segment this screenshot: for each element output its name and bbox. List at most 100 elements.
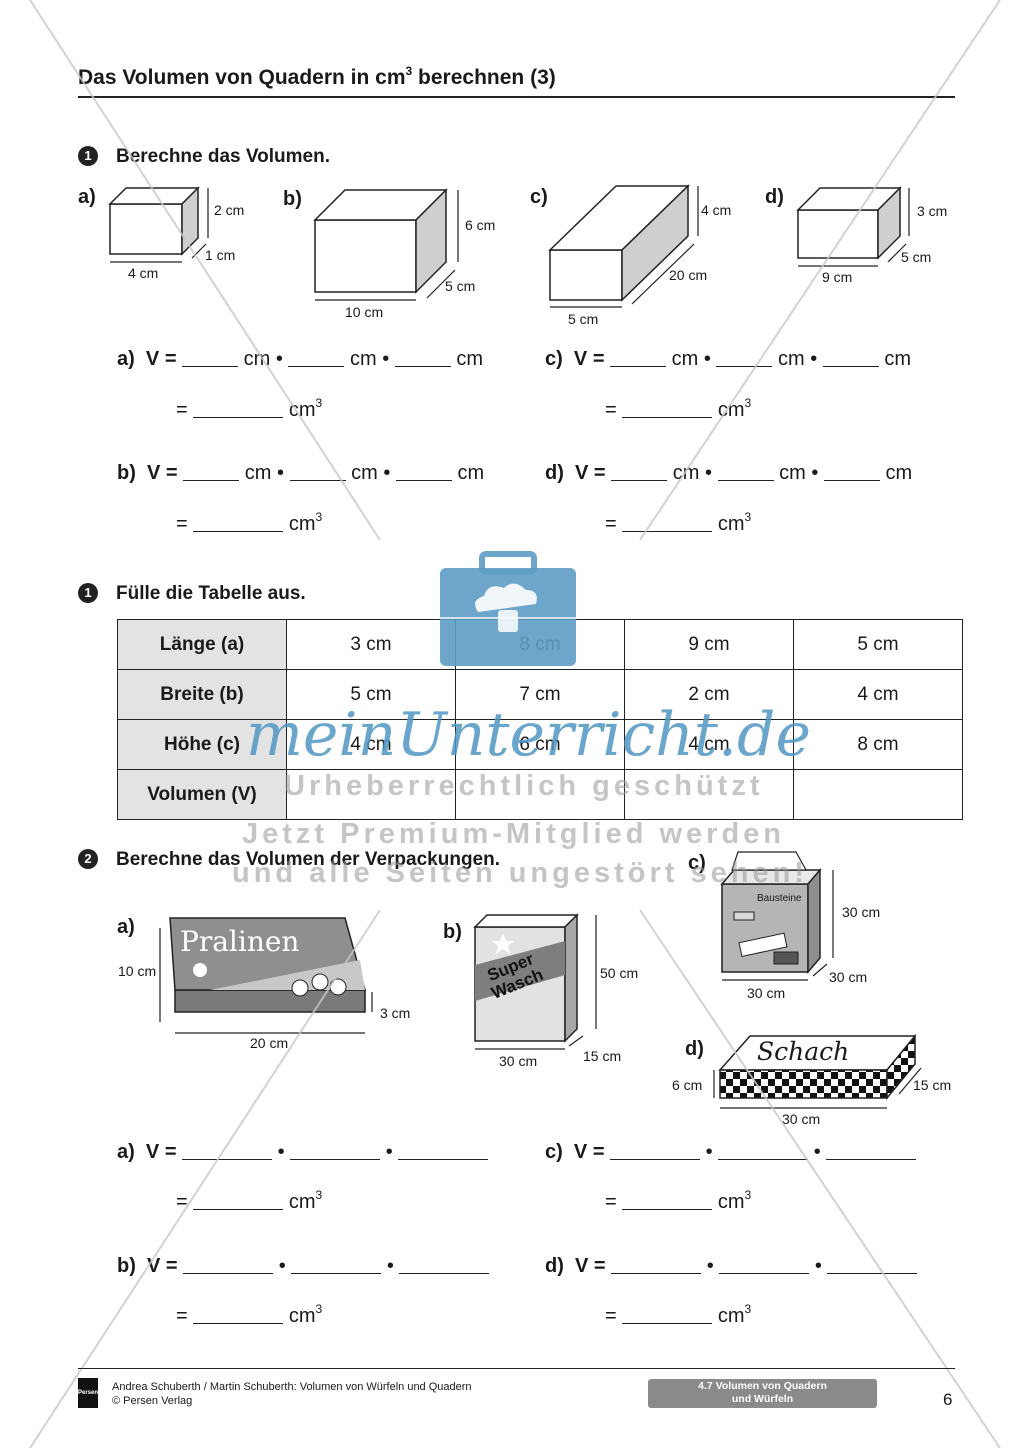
- task-number-badge: 2: [78, 849, 98, 869]
- pkg-equation-c-row1: c) V = • •: [545, 1141, 917, 1164]
- schach-art-text: Schach: [757, 1037, 850, 1066]
- equation-b-row1: b) V = cm • cm • cm: [117, 462, 485, 484]
- row-header: Höhe (c): [117, 719, 287, 770]
- answer-blank[interactable]: [716, 348, 773, 367]
- answer-blank[interactable]: [395, 462, 452, 481]
- answer-blank[interactable]: [394, 348, 451, 367]
- title-divider: [78, 96, 955, 98]
- answer-blank[interactable]: [193, 399, 284, 418]
- publisher-logo: Persen: [78, 1378, 98, 1408]
- dim-d-length: 9 cm: [822, 269, 853, 285]
- dim-pa-height: 10 cm: [118, 963, 157, 979]
- dim-pa-depth: 3 cm: [380, 1005, 411, 1021]
- answer-blank[interactable]: [610, 1141, 701, 1160]
- dim-c-length: 5 cm: [568, 311, 599, 327]
- answer-blank[interactable]: [611, 1255, 702, 1274]
- table-cell: 5 cm: [286, 669, 456, 720]
- dim-pd-height: 6 cm: [672, 1077, 703, 1093]
- pkg-equation-a-row1: a) V = • •: [117, 1141, 489, 1164]
- answer-blank[interactable]: [717, 462, 774, 481]
- watermark-premium: Jetzt Premium-Mitglied werden: [242, 818, 786, 850]
- dim-d-height: 3 cm: [917, 203, 948, 219]
- pkg-equation-d-row1: d) V = • •: [545, 1255, 918, 1278]
- table-cell: 6 cm: [455, 719, 625, 770]
- answer-blank[interactable]: [399, 1255, 490, 1274]
- answer-blank[interactable]: [823, 462, 880, 481]
- answer-blank[interactable]: [183, 462, 240, 481]
- answer-blank[interactable]: [193, 1191, 284, 1210]
- dim-pc-depth: 30 cm: [829, 969, 868, 985]
- figure-b-label: b): [283, 188, 302, 210]
- dim-pa-length: 20 cm: [250, 1035, 289, 1051]
- answer-blank[interactable]: [622, 513, 713, 532]
- volume-answer-cell[interactable]: [286, 769, 456, 820]
- volume-answer-cell[interactable]: [455, 769, 625, 820]
- answer-blank[interactable]: [822, 348, 879, 367]
- table-cell: 7 cm: [455, 669, 625, 720]
- answer-blank[interactable]: [611, 462, 668, 481]
- section-badge: 4.7 Volumen von Quadern und Würfeln: [648, 1379, 877, 1408]
- volume-answer-cell[interactable]: [624, 769, 794, 820]
- answer-blank[interactable]: [398, 1141, 489, 1160]
- dim-b-depth: 5 cm: [445, 278, 476, 294]
- table-cell: 4 cm: [793, 669, 963, 720]
- dim-a-length: 4 cm: [128, 265, 159, 281]
- package-b-label: b): [443, 921, 462, 943]
- table-cell: 4 cm: [286, 719, 456, 770]
- answer-blank[interactable]: [288, 348, 345, 367]
- answer-blank[interactable]: [290, 1141, 381, 1160]
- table-cell: 4 cm: [624, 719, 794, 770]
- volume-answer-cell[interactable]: [793, 769, 963, 820]
- answer-blank[interactable]: [182, 348, 239, 367]
- cuboid-a-drawing: [108, 186, 209, 263]
- cuboid-d-drawing: [796, 186, 910, 267]
- equation-b-row2: = cm3: [176, 510, 323, 535]
- footer-credits: Andrea Schuberth / Martin Schuberth: Vol…: [112, 1381, 472, 1407]
- answer-blank[interactable]: [827, 1255, 918, 1274]
- answer-blank[interactable]: [193, 1305, 284, 1324]
- waschmittel-box-drawing: [473, 913, 597, 1050]
- answer-blank[interactable]: [622, 399, 713, 418]
- page-title: Das Volumen von Quadern in cm3 berechnen…: [78, 64, 556, 89]
- dim-pb-depth: 15 cm: [583, 1048, 622, 1064]
- answer-blank[interactable]: [289, 462, 346, 481]
- answer-blank[interactable]: [291, 1255, 382, 1274]
- dim-pc-height: 30 cm: [842, 904, 881, 920]
- page-number: 6: [943, 1390, 953, 1409]
- answer-blank[interactable]: [622, 1191, 713, 1210]
- answer-blank[interactable]: [826, 1141, 917, 1160]
- answer-blank[interactable]: [610, 348, 667, 367]
- answer-blank[interactable]: [193, 513, 284, 532]
- dim-pc-length: 30 cm: [747, 985, 786, 1001]
- dim-pb-length: 30 cm: [499, 1053, 538, 1069]
- dim-c-height: 4 cm: [701, 202, 732, 218]
- table-row: Höhe (c) 4 cm 6 cm 4 cm 8 cm: [117, 719, 963, 770]
- table-cell: 2 cm: [624, 669, 794, 720]
- table-row: Volumen (V): [117, 769, 963, 820]
- answer-blank[interactable]: [183, 1255, 274, 1274]
- answer-blank[interactable]: [622, 1305, 713, 1324]
- equation-c-row1: c) V = cm • cm • cm: [545, 348, 912, 370]
- row-header: Volumen (V): [117, 769, 287, 820]
- dim-a-height: 2 cm: [214, 202, 245, 218]
- equation-c-row2: = cm3: [605, 396, 752, 421]
- pkg-equation-b-row2: = cm3: [176, 1302, 323, 1327]
- answer-blank[interactable]: [182, 1141, 273, 1160]
- dim-pd-depth: 15 cm: [913, 1077, 952, 1093]
- table-row: Breite (b) 5 cm 7 cm 2 cm 4 cm: [117, 669, 963, 720]
- dim-b-length: 10 cm: [345, 304, 384, 320]
- pralinen-art-text: Pralinen: [180, 925, 300, 958]
- answer-blank[interactable]: [719, 1255, 810, 1274]
- pkg-equation-a-row2: = cm3: [176, 1188, 323, 1213]
- pkg-equation-d-row2: = cm3: [605, 1302, 752, 1327]
- bausteine-art-text: Bausteine: [757, 893, 802, 904]
- answer-blank[interactable]: [718, 1141, 809, 1160]
- pkg-equation-b-row1: b) V = • •: [117, 1255, 490, 1278]
- task-number-badge: 1: [78, 583, 98, 603]
- cuboid-c-drawing: [548, 184, 699, 308]
- table-cell: 8 cm: [793, 719, 963, 770]
- dim-pd-length: 30 cm: [782, 1111, 821, 1127]
- dim-b-height: 6 cm: [465, 217, 496, 233]
- dimensions-table: Länge (a) 3 cm 8 cm 9 cm 5 cm Breite (b)…: [117, 619, 963, 820]
